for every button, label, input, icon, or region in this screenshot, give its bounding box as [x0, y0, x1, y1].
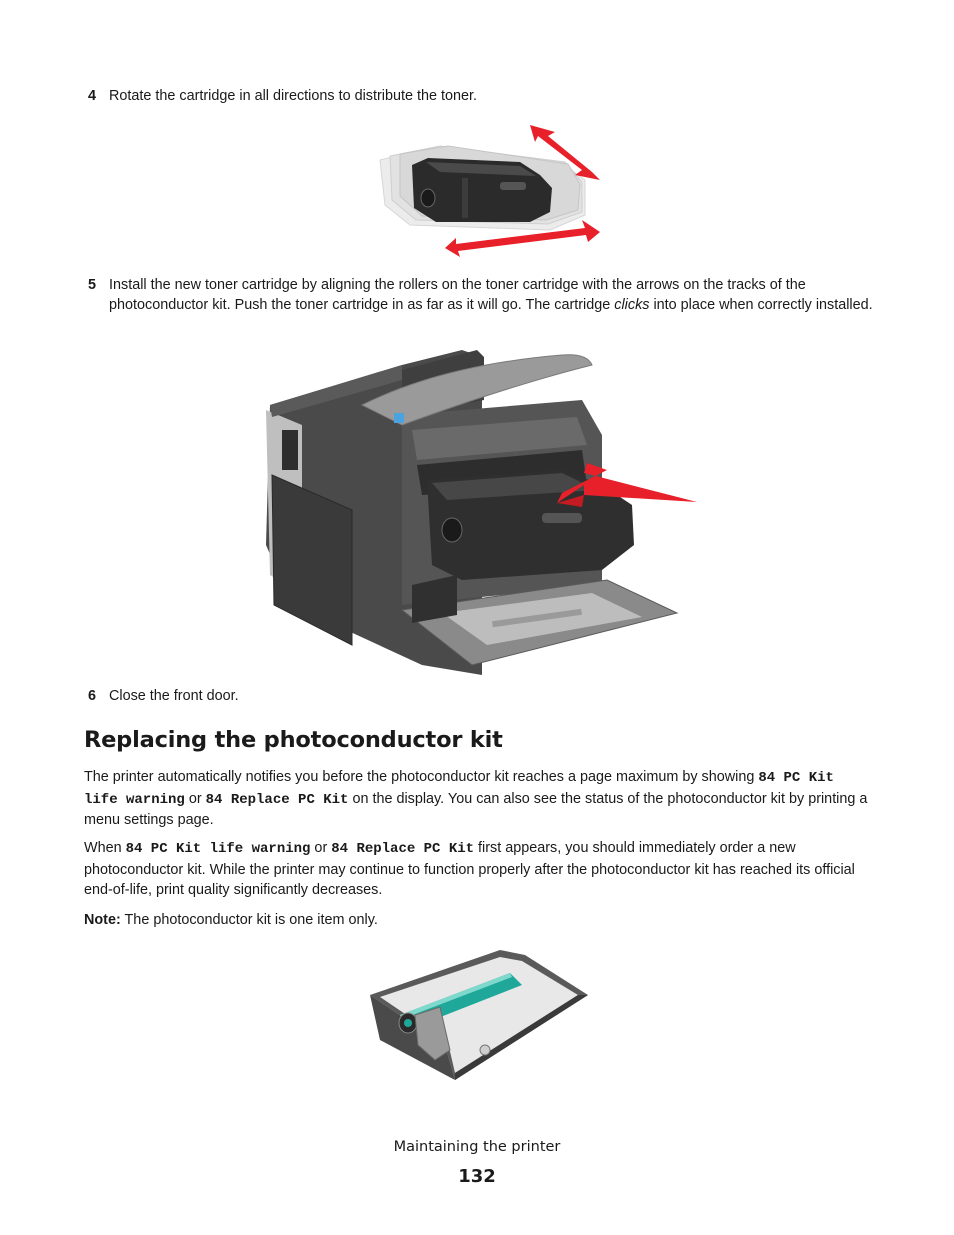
page-number: 132 [458, 1166, 496, 1187]
red-arrow-horizontal [445, 220, 600, 257]
front-door-open [400, 575, 679, 666]
text-part: on the display. You can also see the sta… [84, 790, 868, 829]
text-part: When [84, 840, 126, 856]
note-text: The photoconductor kit is one item only. [120, 912, 378, 928]
step-text: Close the front door. [109, 688, 239, 704]
step-text-part: into place when correctly installed. [649, 297, 873, 313]
text-part: or [310, 840, 332, 856]
display-message-life-warning: 84 PC Kit life warning [84, 770, 834, 808]
display-message-life-warning: 84 PC Kit life warning [125, 841, 311, 857]
paragraph-notification: The printer automatically notifies you b… [84, 767, 874, 831]
kit-end-plate [414, 1006, 491, 1061]
step-number: 4 [88, 88, 97, 104]
toner-cartridge [412, 158, 552, 222]
step-number: 6 [88, 688, 97, 704]
text-part: first appears, you should immediately or… [84, 840, 855, 898]
section-heading: Replacing the photoconductor kit [84, 727, 503, 753]
text-part: or [184, 790, 206, 807]
note: Note: The photoconductor kit is one item… [84, 910, 874, 931]
display-message-replace-pc-kit: 84 Replace PC Kit [205, 791, 349, 808]
emphasis-clicks: clicks [614, 297, 650, 313]
step-number: 5 [88, 277, 97, 293]
step-text: Rotate the cartridge in all directions t… [109, 88, 477, 104]
red-arrow-insert [557, 463, 697, 507]
paragraph-order-new: When 84 PC Kit life warning or 84 Replac… [84, 838, 874, 901]
toner-rotation-illustration [379, 125, 600, 257]
footer-chapter-title: Maintaining the printer [393, 1139, 561, 1155]
text-part: The printer automatically notifies you b… [84, 769, 759, 785]
photoconductor-kit-illustration [370, 950, 588, 1080]
top-cover-open [360, 354, 593, 426]
display-message-replace-pc-kit: 84 Replace PC Kit [331, 841, 475, 857]
note-label: Note: [84, 912, 121, 928]
step-text-part: Install the new toner cartridge by align… [109, 277, 806, 313]
step-text: Install the new toner cartridge by align… [109, 275, 874, 315]
red-arrow-diagonal [530, 125, 600, 180]
printer-install-illustration [266, 350, 697, 675]
